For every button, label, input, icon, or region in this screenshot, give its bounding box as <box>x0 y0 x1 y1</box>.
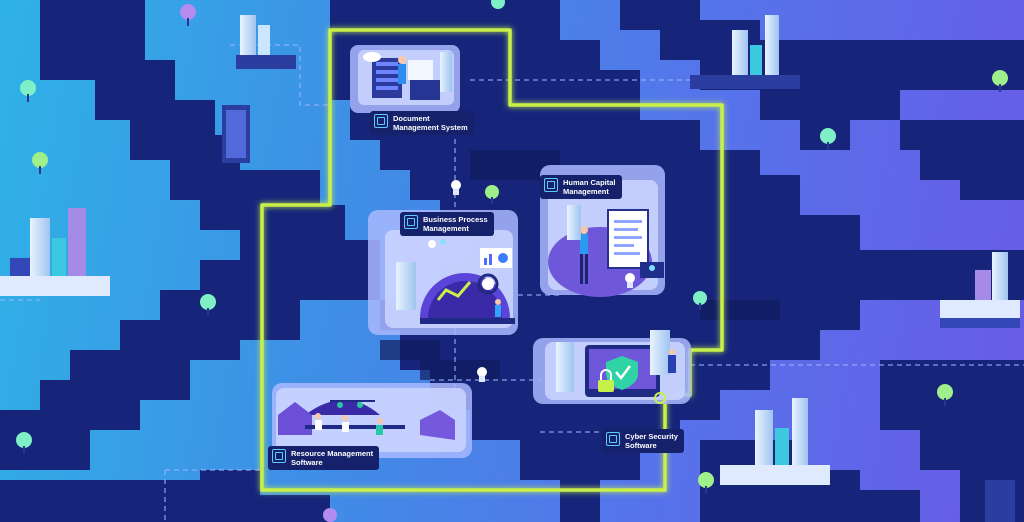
cluster-right <box>940 252 1020 328</box>
cluster-top-right <box>690 15 800 89</box>
label-business-process[interactable]: Business Process Management <box>400 212 494 236</box>
label-text: Business Process Management <box>423 215 488 233</box>
resource-hub-scene <box>278 400 455 440</box>
document-hub-scene <box>363 52 452 100</box>
robots <box>451 180 635 382</box>
tower-bottom-right-corner <box>985 480 1015 522</box>
document-icon <box>374 114 388 128</box>
trees <box>16 0 1008 522</box>
cluster-bottom-right <box>720 398 830 485</box>
label-text: Resource Management Software <box>291 449 374 467</box>
label-text: Cyber Security Software <box>625 432 678 450</box>
people-icon <box>544 178 558 192</box>
label-resource-management[interactable]: Resource Management Software <box>268 446 380 470</box>
label-text: Document Management System <box>393 114 468 132</box>
tower-left-mid <box>222 105 250 163</box>
building-clusters <box>0 15 1020 522</box>
cluster-left <box>0 208 110 296</box>
business-process-hub-scene <box>396 239 515 324</box>
flow-icon <box>404 215 418 229</box>
label-cyber-security[interactable]: Cyber Security Software <box>602 429 684 453</box>
label-human-capital[interactable]: Human Capital Management <box>540 175 622 199</box>
shield-icon <box>606 432 620 446</box>
label-document-management[interactable]: Document Management System <box>370 111 474 135</box>
resource-icon <box>272 449 286 463</box>
cyber-security-hub-scene <box>556 330 676 404</box>
label-text: Human Capital Management <box>563 178 616 196</box>
cluster-top-left <box>236 15 296 69</box>
